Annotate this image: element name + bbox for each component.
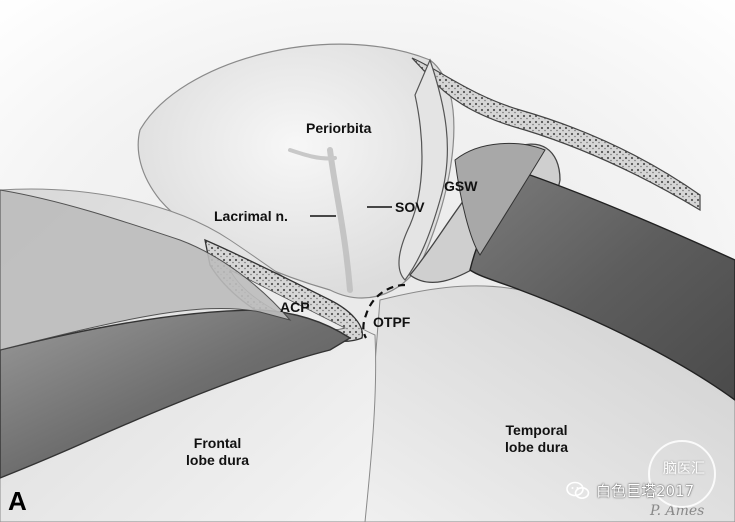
watermark-brand: 白色巨塔2017 [566, 480, 694, 501]
right-retractor-tip [454, 142, 546, 256]
gsw-surface [398, 58, 448, 281]
label-gsw: GSW [444, 178, 478, 194]
label-frontal-lobe-dura: Frontal lobe dura [186, 435, 250, 468]
left-retractor-upper [0, 189, 292, 351]
watermark-brand-text: 白色巨塔2017 [596, 482, 695, 500]
label-sov: SOV [395, 199, 425, 215]
label-acp: ACP [280, 299, 310, 315]
label-lacrimal-nerve: Lacrimal n. [214, 208, 288, 224]
label-temporal-lobe-dura: Temporal lobe dura [505, 422, 569, 455]
nerve-branch [288, 148, 337, 161]
label-periorbita: Periorbita [306, 120, 372, 136]
artist-signature: P. Ames [649, 503, 704, 519]
otpf-dashed-line [362, 283, 406, 339]
watermark-seal-text: 脑医汇 [663, 461, 705, 477]
left-retractor [0, 309, 352, 479]
sphenoid-wing-bone [411, 57, 701, 212]
watermark-seal [648, 440, 716, 508]
wechat-icon [566, 481, 590, 499]
label-otpf: OTPF [373, 314, 411, 330]
panel-letter: A [8, 486, 27, 516]
lacrimal-nerve-course [327, 147, 353, 293]
